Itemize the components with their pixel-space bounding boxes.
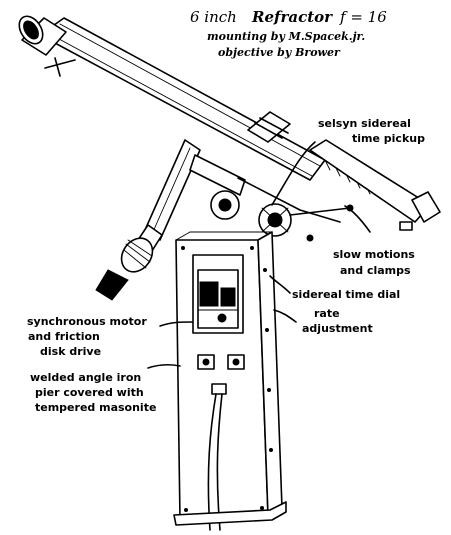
svg-text:adjustment: adjustment xyxy=(302,322,373,335)
svg-text:synchronous motor: synchronous motor xyxy=(27,315,147,328)
svg-text:sidereal time dial: sidereal time dial xyxy=(292,288,400,301)
svg-text:and friction: and friction xyxy=(28,330,100,343)
equatorial-mount xyxy=(95,139,354,301)
title-main: Refractor xyxy=(251,8,333,26)
title-prefix: 6 inch xyxy=(190,8,237,26)
svg-text:and clamps: and clamps xyxy=(340,264,411,277)
pier xyxy=(173,231,287,531)
label-pier: welded angle iron pier covered with temp… xyxy=(30,371,156,414)
svg-text:rate: rate xyxy=(314,307,340,320)
label-sidereal-dial: sidereal time dial xyxy=(292,288,400,301)
svg-text:time pickup: time pickup xyxy=(352,132,425,145)
leader-lines xyxy=(147,141,371,369)
svg-text:welded angle iron: welded angle iron xyxy=(30,371,141,384)
label-slow-motions: slow motions and clamps xyxy=(333,248,415,277)
label-selsyn: selsyn sidereal time pickup xyxy=(318,117,425,145)
title-objective: objective by Brower xyxy=(218,46,341,59)
label-rate-adjustment: rate adjustment xyxy=(302,307,373,335)
callout-labels: selsyn sidereal time pickup slow motions… xyxy=(27,117,425,414)
svg-text:tempered masonite: tempered masonite xyxy=(35,401,156,414)
label-synchronous-motor: synchronous motor and friction disk driv… xyxy=(27,315,147,358)
telescope-tube xyxy=(18,15,441,231)
title-mounting: mounting by M.Spacek.jr. xyxy=(207,30,365,43)
svg-text:disk drive: disk drive xyxy=(40,345,101,358)
svg-text:slow motions: slow motions xyxy=(333,248,415,261)
svg-text:pier covered with: pier covered with xyxy=(35,386,144,399)
svg-text:selsyn sidereal: selsyn sidereal xyxy=(318,117,411,130)
title-ratio: f = 16 xyxy=(339,8,387,26)
title-block: 6 inch Refractor f = 16 mounting by M.Sp… xyxy=(190,8,387,59)
